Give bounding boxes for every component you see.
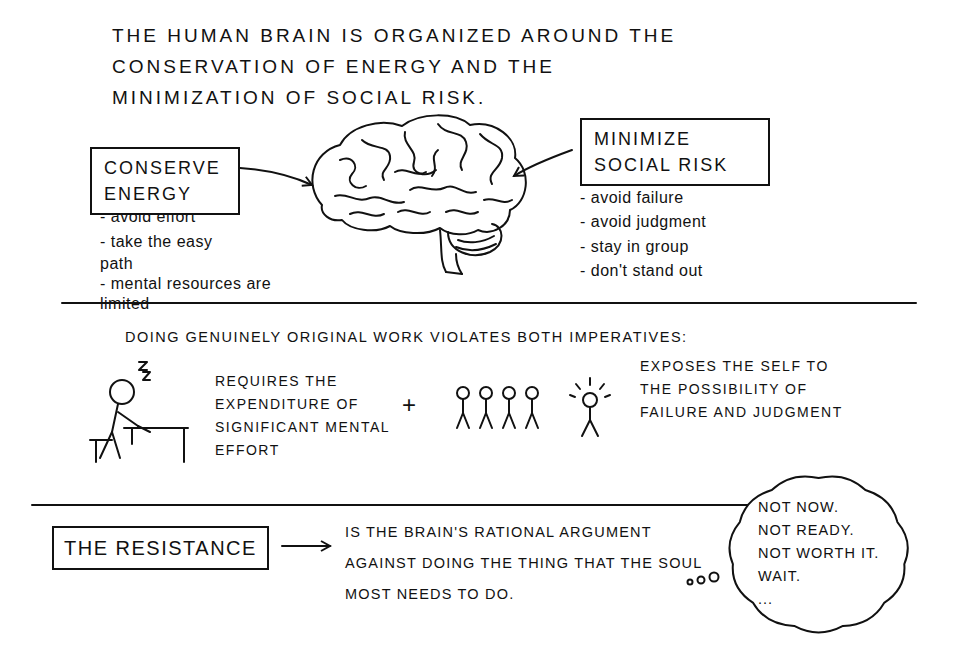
thought-dot	[710, 573, 719, 582]
arrow-to-brain	[240, 168, 312, 185]
thought-dot	[698, 577, 705, 584]
list-item: - stay in group	[580, 236, 780, 258]
list-item: - avoid judgment	[580, 211, 780, 233]
concept-box: CONSERVE ENERGY	[90, 147, 240, 215]
resistance-box: THE RESISTANCE	[52, 526, 269, 570]
group-figures	[457, 387, 538, 428]
list-item: - don't stand out	[580, 260, 780, 282]
concept-box: MINIMIZE SOCIAL RISK	[580, 118, 770, 186]
person-at-desk	[90, 362, 188, 462]
thought-cloud: NOT NOW.NOT READY.NOT WORTH IT.WAIT....	[724, 470, 913, 637]
standout-figure	[570, 378, 610, 436]
divider-line	[32, 504, 866, 506]
thought-dot	[688, 580, 693, 585]
node-text: THE RESISTANCE	[64, 534, 257, 562]
cloud-outline	[729, 476, 907, 632]
node-text: NOT WORTH IT.	[758, 542, 879, 565]
resistance-definition: IS THE BRAIN'S RATIONAL ARGUMENT AGAINST…	[345, 517, 707, 610]
node-text: NOT READY.	[758, 519, 879, 542]
resistance-arrow	[282, 545, 330, 547]
effort-note: REQUIRES THE EXPENDITURE OF SIGNIFICANT …	[215, 370, 395, 462]
list-item: - take the easy path	[100, 231, 250, 275]
title-text: THE HUMAN BRAIN IS ORGANIZED AROUND THE …	[112, 20, 692, 113]
section-heading: DOING GENUINELY ORIGINAL WORK VIOLATES B…	[125, 326, 885, 348]
plus-sign: +	[402, 390, 432, 420]
risk-note: EXPOSES THE SELF TO THE POSSIBILITY OF F…	[640, 355, 855, 424]
node-text: MINIMIZE SOCIAL RISK	[594, 126, 756, 178]
divider-line	[62, 302, 916, 304]
list-item: - avoid failure	[580, 187, 780, 209]
node-text: WAIT.	[758, 565, 879, 588]
arrow-to-brain	[514, 150, 572, 176]
node-text: NOT NOW.	[758, 496, 879, 519]
list-item: - mental resources are limited	[100, 274, 285, 314]
node-text: ...	[758, 588, 879, 611]
brain-drawing	[312, 115, 525, 274]
node-text: CONSERVE ENERGY	[104, 155, 226, 207]
